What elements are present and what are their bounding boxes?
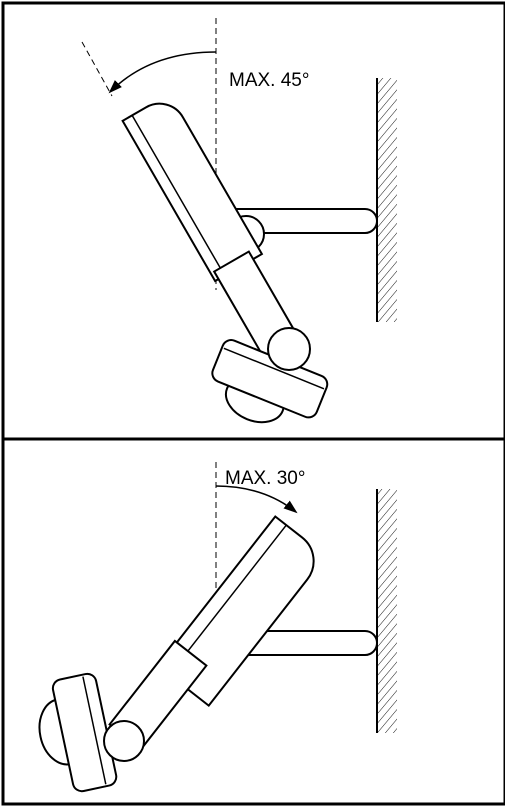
tilt-reference-line: [81, 41, 113, 97]
wall-top: [376, 78, 397, 322]
housing-top: [121, 102, 264, 283]
angle-arc-arrow-bottom: [215, 485, 298, 514]
wall-bottom: [376, 489, 397, 733]
knob-bottom: [103, 720, 145, 762]
panel-bottom: MAX. 30°: [38, 462, 397, 793]
knob-top: [267, 327, 311, 371]
sensor-head-bottom: [38, 672, 118, 793]
sensor-head-top: [211, 339, 329, 424]
angle-arc-arrow: [108, 51, 217, 94]
angle-label-bottom: MAX. 30°: [225, 468, 305, 489]
panel-top: MAX. 45°: [81, 18, 397, 424]
angle-label-top: MAX. 45°: [229, 70, 309, 91]
